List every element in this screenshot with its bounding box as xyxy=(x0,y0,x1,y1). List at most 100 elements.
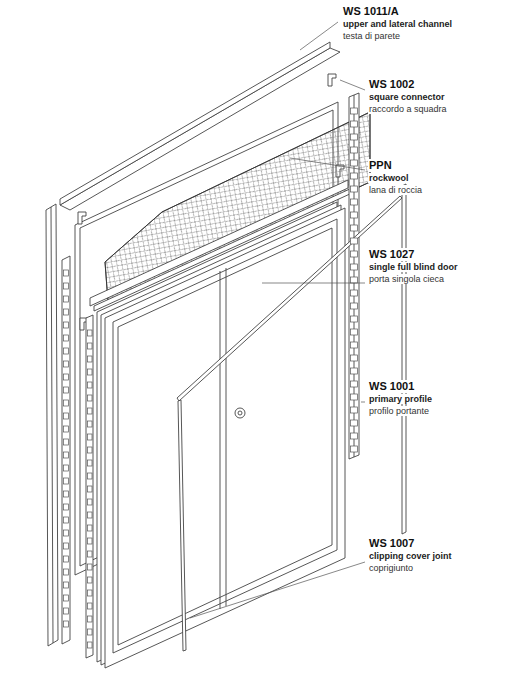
profile-slot xyxy=(64,426,69,432)
door-frame-mid xyxy=(101,205,341,665)
profile-slot xyxy=(351,238,358,244)
profile-slot xyxy=(64,530,69,536)
profile-slot xyxy=(64,322,69,328)
part-code: WS 1002 xyxy=(368,78,415,91)
profile-slot xyxy=(88,525,93,531)
profile-slot xyxy=(88,408,93,414)
profile-slot xyxy=(351,108,358,114)
profile-slot xyxy=(351,368,358,374)
profile-slot xyxy=(64,309,69,315)
profile-slot xyxy=(351,303,358,309)
profile-slot xyxy=(64,621,69,627)
profile-slot xyxy=(351,407,358,413)
profile-slot xyxy=(351,264,358,270)
profile-slot xyxy=(351,173,358,179)
profile-slot xyxy=(88,577,93,583)
profile-slot xyxy=(64,335,69,341)
profile-slot xyxy=(351,134,358,140)
profile-slot xyxy=(351,446,358,452)
profile-slot xyxy=(351,160,358,166)
leader-line xyxy=(262,283,365,284)
profile-slot xyxy=(64,270,69,276)
leader-line xyxy=(190,562,365,618)
door-split xyxy=(220,271,221,609)
profile-slot xyxy=(351,355,358,361)
profile xyxy=(86,315,93,658)
profile-slot xyxy=(88,473,93,479)
profile-slot xyxy=(64,556,69,562)
part-name: single full blind door xyxy=(368,262,459,272)
part-name: rockwool xyxy=(368,173,410,183)
part-code: WS 1011/A xyxy=(342,5,400,18)
profile-slot xyxy=(351,212,358,218)
part-name-italian: profilo portante xyxy=(368,406,430,416)
door-frame xyxy=(105,208,345,668)
channel-edge xyxy=(51,207,53,643)
profile-slot xyxy=(351,420,358,426)
profile-slot xyxy=(351,329,358,335)
part-name: clipping cover joint xyxy=(368,551,453,561)
profile-slot xyxy=(351,433,358,439)
cover-joint xyxy=(178,400,186,651)
profile-slot xyxy=(64,283,69,289)
profile-slot xyxy=(64,387,69,393)
part-name: upper and lateral channel xyxy=(342,19,453,29)
profile-slot xyxy=(64,582,69,588)
profile-slot xyxy=(64,452,69,458)
profile-slot xyxy=(88,447,93,453)
profile-slot xyxy=(88,603,93,609)
profile-slot xyxy=(88,382,93,388)
door-split xyxy=(226,268,227,606)
profile-slot xyxy=(88,499,93,505)
primary-profile xyxy=(349,93,359,459)
part-code: PPN xyxy=(368,159,393,172)
profile-slot xyxy=(64,296,69,302)
profile-slot xyxy=(64,517,69,523)
cover-joint xyxy=(402,184,406,534)
profile-slot xyxy=(64,361,69,367)
profile-slot xyxy=(88,356,93,362)
part-name: primary profile xyxy=(368,394,433,404)
profile-slot xyxy=(351,225,358,231)
profile-slot xyxy=(88,512,93,518)
profile-slot xyxy=(64,608,69,614)
profile-slot xyxy=(88,616,93,622)
profile-slot xyxy=(88,421,93,427)
profile-slot xyxy=(351,394,358,400)
part-name-italian: raccordo a squadra xyxy=(368,104,448,114)
lateral-channel xyxy=(46,204,58,646)
profile-slot xyxy=(88,564,93,570)
profile-slot xyxy=(351,186,358,192)
profile-slot xyxy=(64,413,69,419)
profile-slot xyxy=(64,348,69,354)
profile-slot xyxy=(64,478,69,484)
profile-slot xyxy=(351,277,358,283)
profile-slot xyxy=(88,486,93,492)
profile-slot xyxy=(351,147,358,153)
profile-slot xyxy=(351,381,358,387)
part-code: WS 1001 xyxy=(368,380,415,393)
part-name-italian: porta singola cieca xyxy=(368,274,445,284)
profile-slot xyxy=(64,543,69,549)
profile-slot xyxy=(88,395,93,401)
profile-slot xyxy=(351,290,358,296)
profile xyxy=(62,256,70,644)
profile-slot xyxy=(351,342,358,348)
profile-slot xyxy=(88,330,93,336)
profile-slot xyxy=(88,343,93,349)
profile-slot xyxy=(88,369,93,375)
profile-slot xyxy=(64,439,69,445)
profile-slot xyxy=(88,629,93,635)
leader-line xyxy=(340,80,365,90)
door-knob xyxy=(235,408,245,418)
part-name-italian: lana di roccia xyxy=(368,185,423,195)
profile-slot xyxy=(64,595,69,601)
profile-slot xyxy=(88,642,93,648)
leader-line xyxy=(300,22,338,50)
door-knob-core xyxy=(238,411,242,415)
profile-slot xyxy=(351,199,358,205)
profile-slot xyxy=(351,251,358,257)
profile-slot xyxy=(351,316,358,322)
profile-slot xyxy=(64,491,69,497)
part-name-italian: testa di parete xyxy=(342,31,401,41)
